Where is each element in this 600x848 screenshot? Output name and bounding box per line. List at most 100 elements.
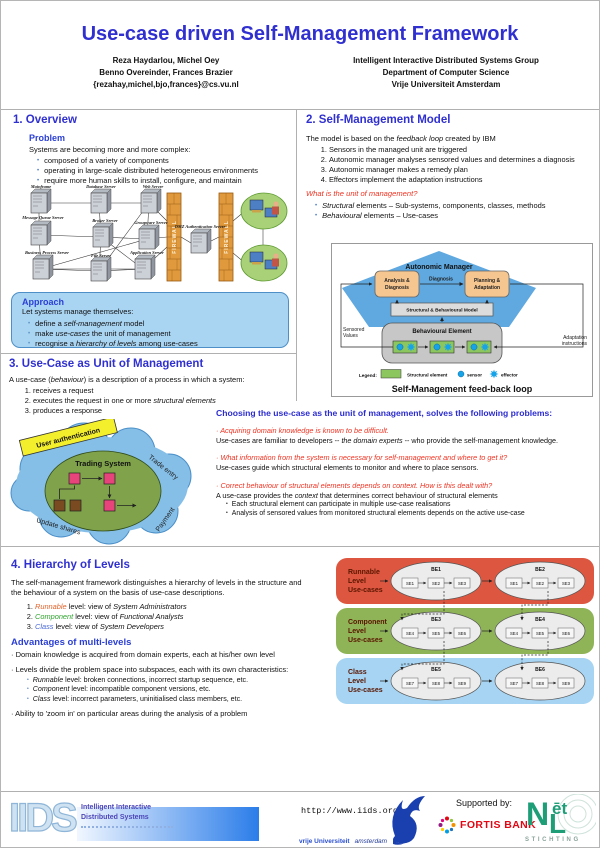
iids-line: Intelligent Interactive [81,804,152,811]
list-item: executes the request in one or more stru… [33,396,333,406]
svg-text:Level: Level [348,578,366,585]
author-email: {rezahay,michel,bjo,frances}@cs.vu.nl [93,80,239,89]
list-item: Runnable level: view of System Administr… [35,602,335,612]
svg-text:SE8: SE8 [432,681,441,686]
question: Correct behaviour of structural elements… [216,481,596,490]
analysis-box [374,270,420,298]
list-item: operating in large-scale distributed het… [37,166,299,176]
section2-intro: The model is based on the feedback loop … [306,134,496,143]
svg-text:SE9: SE9 [562,681,571,686]
author-block: Reza Haydarlou, Michel Oey Benno Overein… [31,55,301,91]
svg-text:BE4: BE4 [535,617,545,623]
qa-item: Correct behaviour of structural elements… [216,481,596,519]
entry-arrows [380,579,493,683]
svg-text:BE6: BE6 [535,667,545,673]
list-item: Class level: incorrect parameters, unini… [27,695,357,704]
firewall-label: FIREWALL [224,220,230,254]
model-box [390,302,494,317]
svg-text:BE3: BE3 [431,617,441,623]
author-line: Reza Haydarlou, Michel Oey [112,56,220,65]
advantages-heading: Advantages of multi-levels [11,637,132,648]
be-labels: BE1 BE2 BE3 BE4 BE5 BE6 [431,567,545,673]
svg-text:Level: Level [348,628,366,635]
planning-label: Planning & [474,278,501,284]
server-icon [92,222,114,248]
firewall-label: FIREWALL [172,220,178,254]
feedback-loop-diagram: Autonomic Manager Structural & Behaviour… [331,243,593,397]
divider [1,353,296,354]
section4-heading: 4. Hierarchy of Levels [11,559,130,571]
cross-level-links [400,591,549,671]
list-item: Autonomic manager analyses sensored valu… [329,155,599,165]
vu-city: amsterdam [354,838,388,845]
divider [1,109,599,110]
list-item: Structural elements – Sub-systems, compo… [315,201,599,211]
answer-sub-bullets: Each structural element can participate … [216,501,596,519]
svg-text:Runnable: Runnable [348,569,380,576]
svg-text:SE3: SE3 [562,581,571,586]
section3-intro: A use-case (behaviour) is a description … [9,375,245,384]
server-label: Database Server [85,184,116,189]
svg-text:SE7: SE7 [406,681,415,686]
clients-icon [240,244,288,282]
list-item: produces a response [33,406,333,416]
problem-bullets: composed of a variety of components oper… [31,156,299,186]
legend-sensor-icon [457,370,465,378]
nlnet-l: L [549,808,567,839]
structural-elements [392,340,492,354]
advantage-bullet: Domain knowledge is acquired from domain… [11,650,341,660]
server-icon [32,254,54,280]
legend-effector-label: effector [501,373,518,378]
qa-item: What information from the system is nece… [216,453,596,472]
adaptation-label: Adaptation [563,335,587,341]
affiliation-line: Department of Computer Science [382,68,510,77]
behavioural-element-label: Behavioural Element [412,329,471,335]
section1-heading: 1. Overview [13,114,77,126]
list-item: Component level: incompatible component … [27,685,357,694]
problem-intro: Systems are becoming more and more compl… [29,145,191,154]
server-label: Mainframe [30,184,52,189]
svg-text:SE6: SE6 [458,631,467,636]
svg-text:Class: Class [348,669,367,676]
adaptation-path [493,283,584,349]
planning-box [464,270,510,298]
server-label: Web Server [143,184,164,189]
fortis-icon [438,816,456,834]
svg-text:SE5: SE5 [536,631,545,636]
list-item: composed of a variety of components [37,156,299,166]
sensored-values-path [340,282,393,348]
affiliation-line: Intelligent Interactive Distributed Syst… [353,56,539,65]
answer: A use-case provides the context that det… [216,490,498,500]
server-icon [190,228,212,254]
unit-bullets: Structural elements – Sub-systems, compo… [309,201,599,221]
qa-item: Acquiring domain knowledge is known to b… [216,426,596,445]
list-item: Behavioural elements – Use-cases [315,211,599,221]
affiliation-line: Vrije Universiteit Amsterdam [391,80,501,89]
svg-text:SE5: SE5 [432,631,441,636]
list-item: Effectors implement the adaptation instr… [329,175,599,185]
legend-structural-label: Structural element [407,373,448,378]
divider [296,109,297,401]
legend-structural-swatch [380,369,402,379]
choosing-heading: Choosing the use-case as the unit of man… [216,408,553,418]
analysis-label: Analysis & [384,278,410,284]
usecase-steps: receives a request executes the request … [17,386,333,416]
sensored-values-label: Sensored [343,327,365,333]
list-item: Analysis of sensored values from monitor… [226,510,596,519]
list-item: receives a request [33,386,333,396]
svg-text:SE7: SE7 [510,681,519,686]
nlnet-n: N [526,796,550,832]
divider [1,546,599,547]
affiliation-block: Intelligent Interactive Distributed Syst… [306,55,586,91]
vu-name: vrije Universiteit [299,838,350,845]
svg-text:SE2: SE2 [536,581,545,586]
question: Acquiring domain knowledge is known to b… [216,426,596,435]
list-item: make use-cases the unit of management [28,329,278,339]
legend-sensor-label: sensor [467,373,482,378]
server-icon [30,220,52,246]
nlnet-et: ēt [552,799,568,818]
nlnet-circles [557,794,596,835]
server-icon [90,188,112,214]
diagram-caption: Self-Management feed-back loop [392,384,533,394]
legend-label: Legend: [359,373,377,378]
